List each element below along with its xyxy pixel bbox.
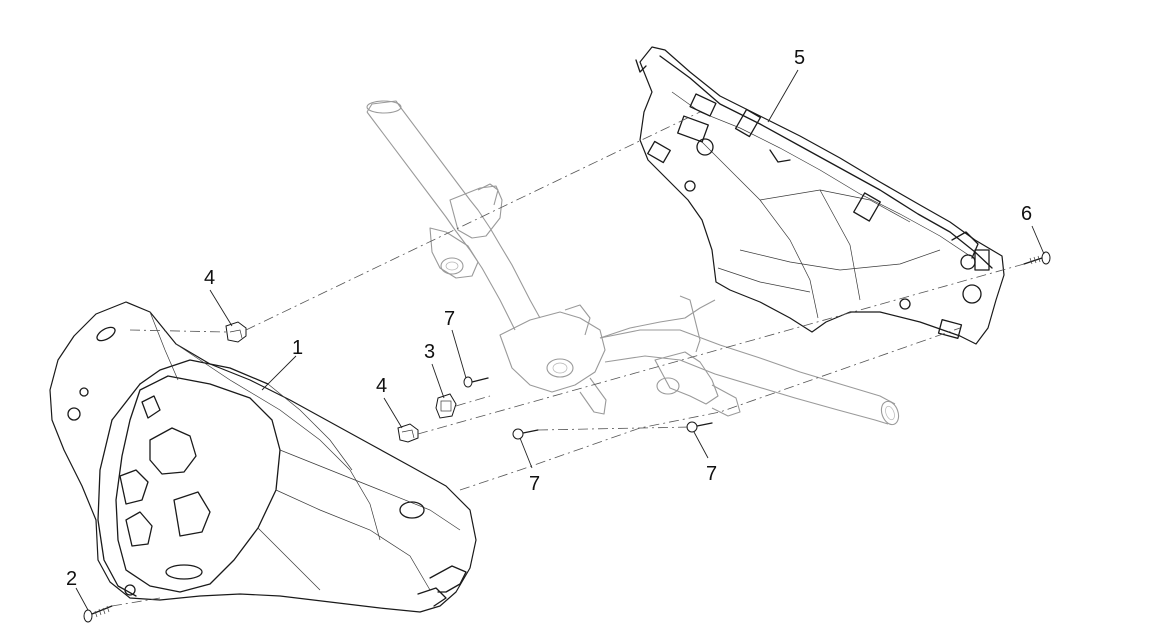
callout-7-a: 7 [444,308,455,330]
callout-7-b: 7 [529,473,540,495]
rear-handlebar-cover [635,46,1005,345]
screw-part-6 [1023,251,1051,265]
screw-part-7-c [686,421,713,433]
handlebar-frame [366,100,900,426]
leader-lines [75,69,1045,611]
clip-nut-lower [397,423,419,443]
assembly-lines [111,111,1025,607]
callout-1: 1 [292,337,303,359]
callout-labels: 1 2 3 4 4 5 6 7 7 7 [66,47,1032,590]
callout-5: 5 [794,47,805,69]
callout-4-lower: 4 [376,375,387,397]
screw-part-7-a [463,376,489,388]
screw-part-2 [83,605,113,623]
callout-6: 6 [1021,203,1032,225]
callout-4-upper: 4 [204,267,215,289]
callout-2: 2 [66,568,77,590]
callout-7-c: 7 [706,463,717,485]
screw-part-7-b [512,428,539,440]
speed-nut [435,393,457,419]
clip-nut-upper [225,321,247,343]
front-handlebar-cover [49,301,477,613]
callout-3: 3 [424,341,435,363]
